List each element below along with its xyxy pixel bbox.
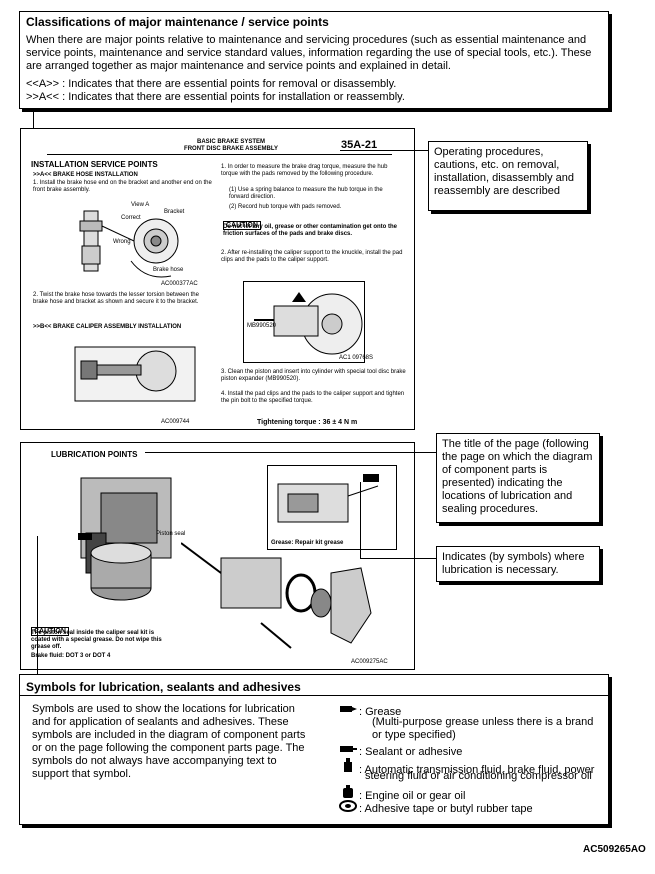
tool-number: MB990520	[247, 323, 277, 329]
right-step-1-1: (1) Use a spring balance to measure the …	[229, 187, 383, 200]
lubrication-title: LUBRICATION POINTS	[51, 450, 138, 459]
caution-text: Do not let any oil, grease or other cont…	[223, 224, 398, 237]
symbol-label: : Engine oil or gear oil	[359, 790, 466, 802]
piston-expander-figure	[243, 281, 365, 363]
figure-label: Wrong	[113, 239, 131, 245]
brake-hose-figure	[76, 201, 196, 289]
fluid-note-line: steering fluid or air conditioning compr…	[365, 770, 592, 782]
page-header-subtitle: FRONT DISC BRAKE ASSEMBLY	[184, 146, 278, 152]
connector-line	[340, 150, 430, 151]
piston-expander-drawing	[254, 292, 363, 355]
removal-marker-line: <<A>> : Indicates that there are essenti…	[26, 78, 397, 90]
symbol-row-fluid: : Automatic transmission fluid, brake fl…	[337, 757, 594, 777]
header-rule	[47, 154, 392, 155]
callout-text: Operating procedures, cautions, etc. on …	[434, 146, 575, 197]
classifications-title: Classifications of major maintenance / s…	[26, 15, 329, 29]
caliper-drawing	[74, 346, 196, 402]
figure-label: Brake hose	[153, 267, 184, 273]
symbols-title: Symbols for lubrication, sealants and ad…	[26, 680, 301, 694]
grease-symbol-icon	[78, 533, 92, 540]
right-step-4: 4. Install the pad clips and the pads to…	[221, 391, 405, 404]
callout-operating-procedures: Operating procedures, cautions, etc. on …	[428, 141, 588, 211]
page-header-title: BASIC BRAKE SYSTEM	[196, 139, 265, 145]
symbol-label: : Adhesive tape or butyl rubber tape	[359, 803, 533, 815]
grease-note-line: (Multi-purpose grease unless there is a …	[372, 716, 594, 728]
figure-label: Bracket	[164, 209, 185, 215]
step-1-text: 1. Install the brake hose end on the bra…	[33, 180, 212, 193]
grease-note-line: or type specified)	[372, 729, 456, 741]
fluid-bottle-icon	[337, 757, 359, 777]
installation-marker-line: >>A<< : Indicates that there are essenti…	[26, 91, 405, 103]
grease-inset	[267, 465, 397, 550]
tape-roll-icon	[337, 800, 359, 816]
callout-text: The title of the page (following the pag…	[442, 438, 593, 515]
symbols-body: Symbols are used to show the locations f…	[32, 703, 306, 780]
symbols-rule	[20, 695, 608, 696]
right-step-1-2: (2) Record hub torque with pads removed.	[229, 204, 342, 210]
right-step-3: 3. Clean the piston and insert into cyli…	[221, 369, 406, 382]
piston-seal-label: Piston seal	[156, 531, 186, 537]
subsection-title: >>A<< BRAKE HOSE INSTALLATION	[33, 172, 138, 178]
callout-text: Indicates (by symbols) where lubrication…	[442, 551, 585, 576]
symbol-row-tape: : Adhesive tape or butyl rubber tape	[337, 800, 533, 816]
caution-text: The piston seal inside the caliper seal …	[31, 630, 162, 650]
symbol-label: : Sealant or adhesive	[359, 746, 463, 758]
tightening-torque: Tightening torque : 36 ± 4 N m	[257, 419, 358, 426]
caution-label: CAUTION	[31, 627, 69, 636]
right-step-2: 2. After re-installing the caliper suppo…	[221, 250, 403, 263]
sealant-tube-icon	[337, 743, 359, 759]
figure-code: AC1 09768S	[339, 355, 374, 361]
page-number: 35A-21	[341, 139, 378, 151]
connector-line	[360, 558, 436, 559]
brake-fluid-note: Brake fluid: DOT 3 or DOT 4	[31, 653, 111, 659]
step-2-text: 2. Twist the brake hose towards the less…	[33, 292, 199, 305]
exploded-caliper-drawing	[181, 542, 372, 649]
grease-note: Grease: Repair kit grease	[271, 540, 344, 546]
caliper-figure	[71, 341, 199, 407]
figure-code: AC009275AC	[351, 659, 388, 665]
symbol-row-sealant: : Sealant or adhesive	[337, 743, 462, 759]
manual-page-lubrication: LUBRICATION POINTS Piston seal CAUTION T…	[20, 442, 415, 670]
symbol-label: : Automatic transmission fluid, brake fl…	[359, 764, 595, 776]
symbols-box: Symbols for lubrication, sealants and ad…	[19, 674, 609, 825]
classifications-box: Classifications of major maintenance / s…	[19, 11, 609, 109]
figure-code: AC000377AC	[161, 281, 198, 287]
section-title: INSTALLATION SERVICE POINTS	[31, 160, 158, 169]
grease-inset-drawing	[277, 474, 379, 523]
subsection-title: >>B<< BRAKE CALIPER ASSEMBLY INSTALLATIO…	[33, 324, 182, 330]
callout-page-title: The title of the page (following the pag…	[436, 433, 600, 523]
classifications-body: When there are major points relative to …	[26, 34, 592, 72]
connector-line	[360, 482, 361, 558]
oil-can-icon	[337, 785, 359, 803]
caution-badge: CAUTION	[31, 620, 69, 638]
right-step-1: 1. In order to measure the brake drag to…	[221, 164, 388, 177]
manual-page-installation: BASIC BRAKE SYSTEM FRONT DISC BRAKE ASSE…	[20, 128, 415, 430]
figure-label: View A	[131, 202, 150, 208]
piston-seal-drawing	[80, 477, 172, 601]
symbol-row-engine-oil: : Engine oil or gear oil	[337, 785, 465, 803]
connector-line	[37, 536, 38, 674]
symbol-label: : Grease	[359, 706, 402, 718]
figure-code: AC509265AO	[583, 844, 646, 855]
grease-gun-icon	[337, 703, 359, 719]
figure-label: Correct	[121, 215, 141, 221]
symbol-row-grease: : Grease	[337, 703, 401, 719]
figure-code: AC009744	[161, 419, 190, 425]
caution-label: CAUTION	[223, 221, 261, 230]
callout-lubrication-symbols: Indicates (by symbols) where lubrication…	[436, 546, 600, 582]
connector-line	[145, 452, 437, 453]
caution-badge: CAUTION	[223, 214, 261, 232]
brake-hose-drawing	[79, 210, 179, 278]
